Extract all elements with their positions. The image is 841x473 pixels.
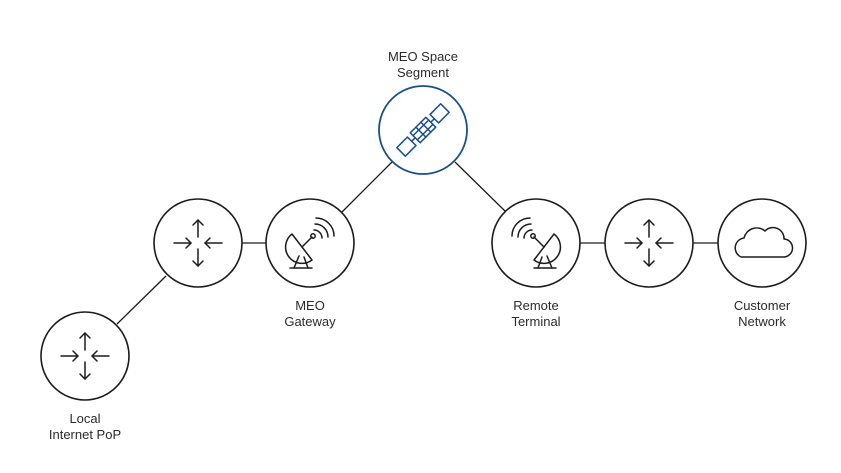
link-space-terminal (454, 161, 507, 213)
label-local-internet-pop: Local Internet PoP (5, 411, 165, 443)
node-remote-terminal[interactable] (491, 198, 581, 288)
node-router-2[interactable] (604, 198, 694, 288)
label-meo-space-segment: MEO Space Segment (343, 49, 503, 81)
satellite-icon (396, 103, 450, 157)
label-line: Gateway (284, 314, 336, 329)
label-line: Local (69, 411, 101, 426)
label-line: Internet PoP (48, 427, 122, 442)
label-remote-terminal: Remote Terminal (456, 298, 616, 330)
link-pop-router (116, 275, 167, 325)
label-line: Terminal (511, 314, 561, 329)
label-line: Network (738, 314, 786, 329)
label-line: Segment (396, 65, 450, 80)
node-meo-gateway[interactable] (265, 198, 355, 288)
label-customer-network: Customer Network (682, 298, 841, 330)
label-line: Customer (733, 298, 791, 313)
node-customer-network[interactable] (717, 198, 807, 288)
cloud-icon (734, 226, 794, 258)
link-gateway-space (341, 161, 393, 213)
node-local-internet-pop[interactable] (40, 311, 130, 401)
label-meo-gateway: MEO Gateway (230, 298, 390, 330)
node-meo-space-segment[interactable] (378, 85, 468, 175)
label-line: MEO (295, 298, 325, 313)
label-line: MEO Space (387, 49, 459, 64)
node-router-1[interactable] (153, 198, 243, 288)
label-line: Remote (513, 298, 559, 313)
